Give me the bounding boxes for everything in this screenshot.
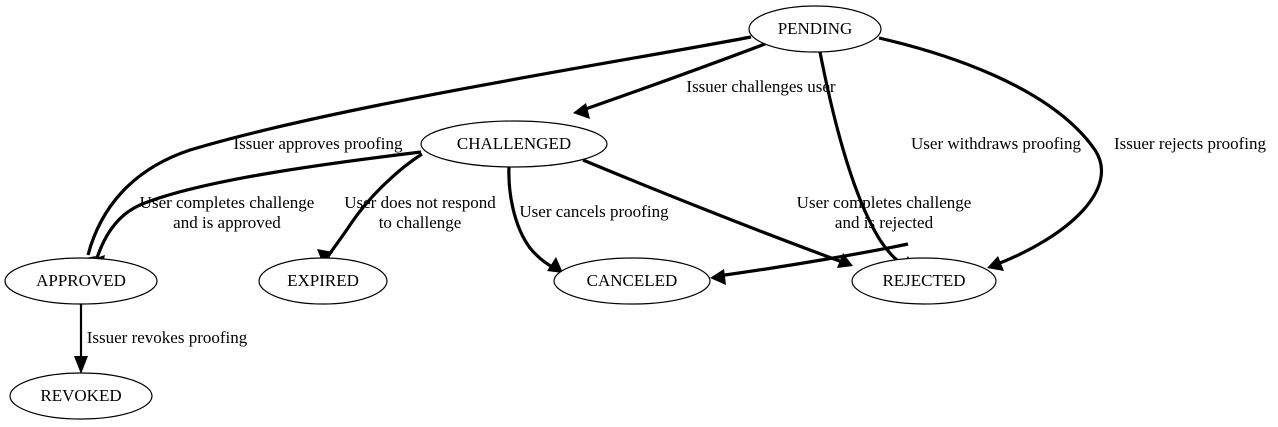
edge-challenged-rejected-arrowhead (837, 253, 853, 268)
edge-label-user-cancels-proofing: User cancels proofing (519, 202, 669, 221)
edge-challenged-canceled-path (507, 166, 557, 271)
node-approved-ellipse[interactable] (4, 257, 158, 305)
edge-withdraw-to-canceled-path (717, 242, 909, 278)
node-pending-label: PENDING (778, 19, 853, 38)
node-challenged[interactable]: CHALLENGED (420, 120, 608, 168)
edge-label-no-respond-line1: User does not respond (344, 193, 496, 212)
edge-pending-challenged (573, 42, 766, 119)
edge-challenged-expired-path (325, 152, 423, 259)
edge-challenged-expired-arrowhead (317, 249, 333, 264)
edge-label-completes-rejected-line1: User completes challenge (797, 193, 972, 212)
node-challenged-ellipse[interactable] (420, 120, 608, 168)
edge-pending-rejected-arrowhead (987, 256, 1004, 271)
edge-withdraw-to-canceled-arrowhead (710, 269, 726, 285)
edge-pending-challenged-arrowhead (573, 103, 590, 119)
edge-pending-approved (80, 35, 752, 273)
edge-pending-challenged-path (579, 42, 766, 113)
node-approved-label: APPROVED (36, 271, 126, 290)
edge-challenged-rejected-path (582, 158, 846, 265)
node-canceled[interactable]: CANCELED (553, 257, 711, 305)
node-rejected[interactable]: REJECTED (851, 257, 997, 305)
edge-label-issuer-challenges-user: Issuer challenges user (686, 77, 836, 96)
node-expired-label: EXPIRED (287, 271, 359, 290)
node-canceled-label: CANCELED (587, 271, 678, 290)
edge-label-issuer-approves-proofing: Issuer approves proofing (233, 134, 403, 153)
edge-challenged-expired (317, 152, 423, 264)
edge-label-user-completes-challenge-rejected: User completes challenge and is rejected (797, 193, 972, 232)
edge-challenged-approved-path (95, 150, 422, 259)
node-revoked-label: REVOKED (40, 386, 121, 405)
edge-label-user-withdraws-proofing: User withdraws proofing (911, 134, 1081, 153)
edge-pending-withdraws-path (818, 51, 909, 270)
edge-challenged-canceled-arrowhead (547, 257, 563, 273)
edge-label-no-respond-line2: to challenge (379, 213, 462, 232)
node-expired[interactable]: EXPIRED (258, 257, 388, 305)
node-revoked[interactable]: REVOKED (9, 372, 153, 420)
node-pending-ellipse[interactable] (748, 5, 882, 53)
node-canceled-ellipse[interactable] (553, 257, 711, 305)
edge-label-completes-approved-line1: User completes challenge (140, 193, 315, 212)
edge-label-completes-approved-line2: and is approved (173, 213, 281, 232)
node-expired-ellipse[interactable] (258, 257, 388, 305)
edge-label-completes-rejected-line2: and is rejected (835, 213, 934, 232)
edge-label-issuer-revokes-proofing: Issuer revokes proofing (87, 328, 248, 347)
edge-approved-revoked-arrowhead (74, 356, 88, 374)
edge-label-issuer-rejects-proofing: Issuer rejects proofing (1114, 134, 1267, 153)
edge-challenged-rejected (582, 158, 853, 268)
edge-pending-rejected-path (878, 36, 1103, 267)
edge-pending-approved-path (86, 35, 752, 256)
edge-challenged-canceled (507, 166, 563, 273)
edge-label-user-does-not-respond: User does not respond to challenge (344, 193, 496, 232)
edge-pending-rejected (878, 36, 1103, 271)
node-revoked-ellipse[interactable] (9, 372, 153, 420)
edge-label-user-completes-challenge-approved: User completes challenge and is approved (140, 193, 315, 232)
node-rejected-ellipse[interactable] (851, 257, 997, 305)
node-rejected-label: REJECTED (882, 271, 965, 290)
edge-withdraw-to-canceled (710, 242, 909, 285)
edge-approved-revoked (74, 304, 88, 374)
node-approved[interactable]: APPROVED (4, 257, 158, 305)
node-challenged-label: CHALLENGED (457, 134, 571, 153)
node-pending[interactable]: PENDING (748, 5, 882, 53)
